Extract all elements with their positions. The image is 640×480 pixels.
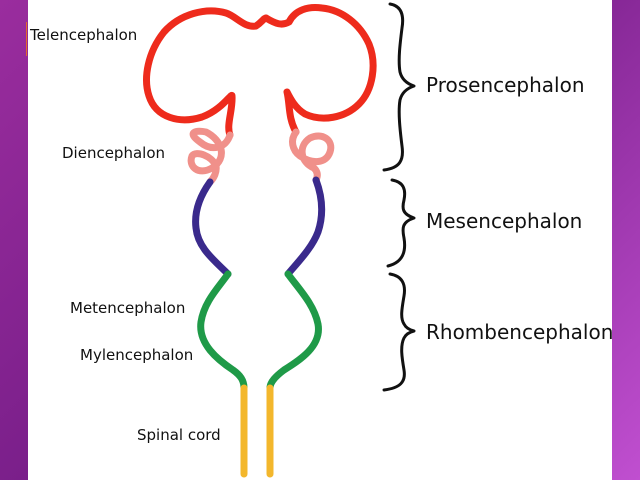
brain-vesicle-diagram: Telencephalon Diencephalon Metencephalon… bbox=[29, 2, 612, 478]
rhombencephalon-right-wall bbox=[266, 270, 322, 392]
brace-prosencephalon bbox=[382, 2, 416, 172]
label-spinal-cord: Spinal cord bbox=[137, 426, 221, 444]
label-diencephalon: Diencephalon bbox=[62, 144, 165, 162]
slide-canvas: Telencephalon Diencephalon Metencephalon… bbox=[28, 0, 612, 480]
label-telencephalon: Telencephalon bbox=[29, 26, 137, 44]
label-metencephalon: Metencephalon bbox=[70, 299, 185, 317]
brace-rhombencephalon bbox=[382, 272, 416, 392]
telencephalon-left-lobe bbox=[143, 7, 270, 139]
accent-line bbox=[26, 22, 27, 56]
diencephalon-right-loop bbox=[289, 128, 335, 184]
diencephalon-outline bbox=[187, 127, 335, 186]
telencephalon-outline bbox=[143, 4, 377, 139]
spinal-cord-outline bbox=[240, 384, 274, 478]
label-mylencephalon: Mylencephalon bbox=[80, 346, 193, 364]
rhombencephalon-left-wall bbox=[197, 270, 248, 392]
mesencephalon-outline bbox=[192, 176, 326, 278]
telencephalon-right-lobe bbox=[262, 4, 377, 136]
diencephalon-left-loop bbox=[187, 127, 234, 186]
rhombencephalon-outline bbox=[197, 270, 322, 392]
label-mesencephalon: Mesencephalon bbox=[426, 209, 582, 233]
label-prosencephalon: Prosencephalon bbox=[426, 73, 585, 97]
mesencephalon-right-wall bbox=[284, 176, 326, 278]
label-rhombencephalon: Rhombencephalon bbox=[426, 320, 612, 344]
mesencephalon-left-wall bbox=[192, 178, 232, 278]
brace-mesencephalon bbox=[386, 178, 416, 268]
